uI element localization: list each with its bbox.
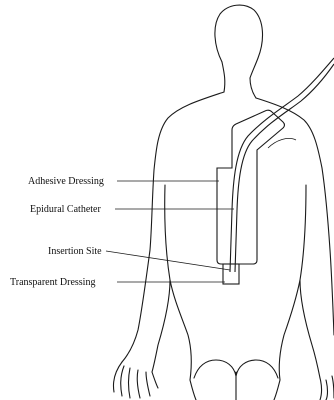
scapula-line: [268, 138, 296, 148]
right-arm-inner: [300, 185, 320, 378]
left-arm-outer: [122, 92, 224, 362]
torso-left: [170, 280, 191, 380]
left-hand: [113, 362, 158, 398]
legs: [190, 380, 280, 400]
torso-right: [279, 280, 300, 380]
transparent-dressing: [223, 264, 239, 284]
left-arm-inner: [152, 185, 170, 372]
label-insertion-site: Insertion Site: [48, 246, 102, 257]
head: [215, 5, 263, 78]
label-transparent-dressing: Transparent Dressing: [10, 277, 95, 288]
label-epidural-catheter: Epidural Catheter: [30, 204, 101, 215]
neck-right: [250, 78, 256, 98]
label-adhesive-dressing: Adhesive Dressing: [28, 176, 104, 187]
right-hand: [320, 376, 334, 400]
neck-left: [222, 62, 225, 92]
